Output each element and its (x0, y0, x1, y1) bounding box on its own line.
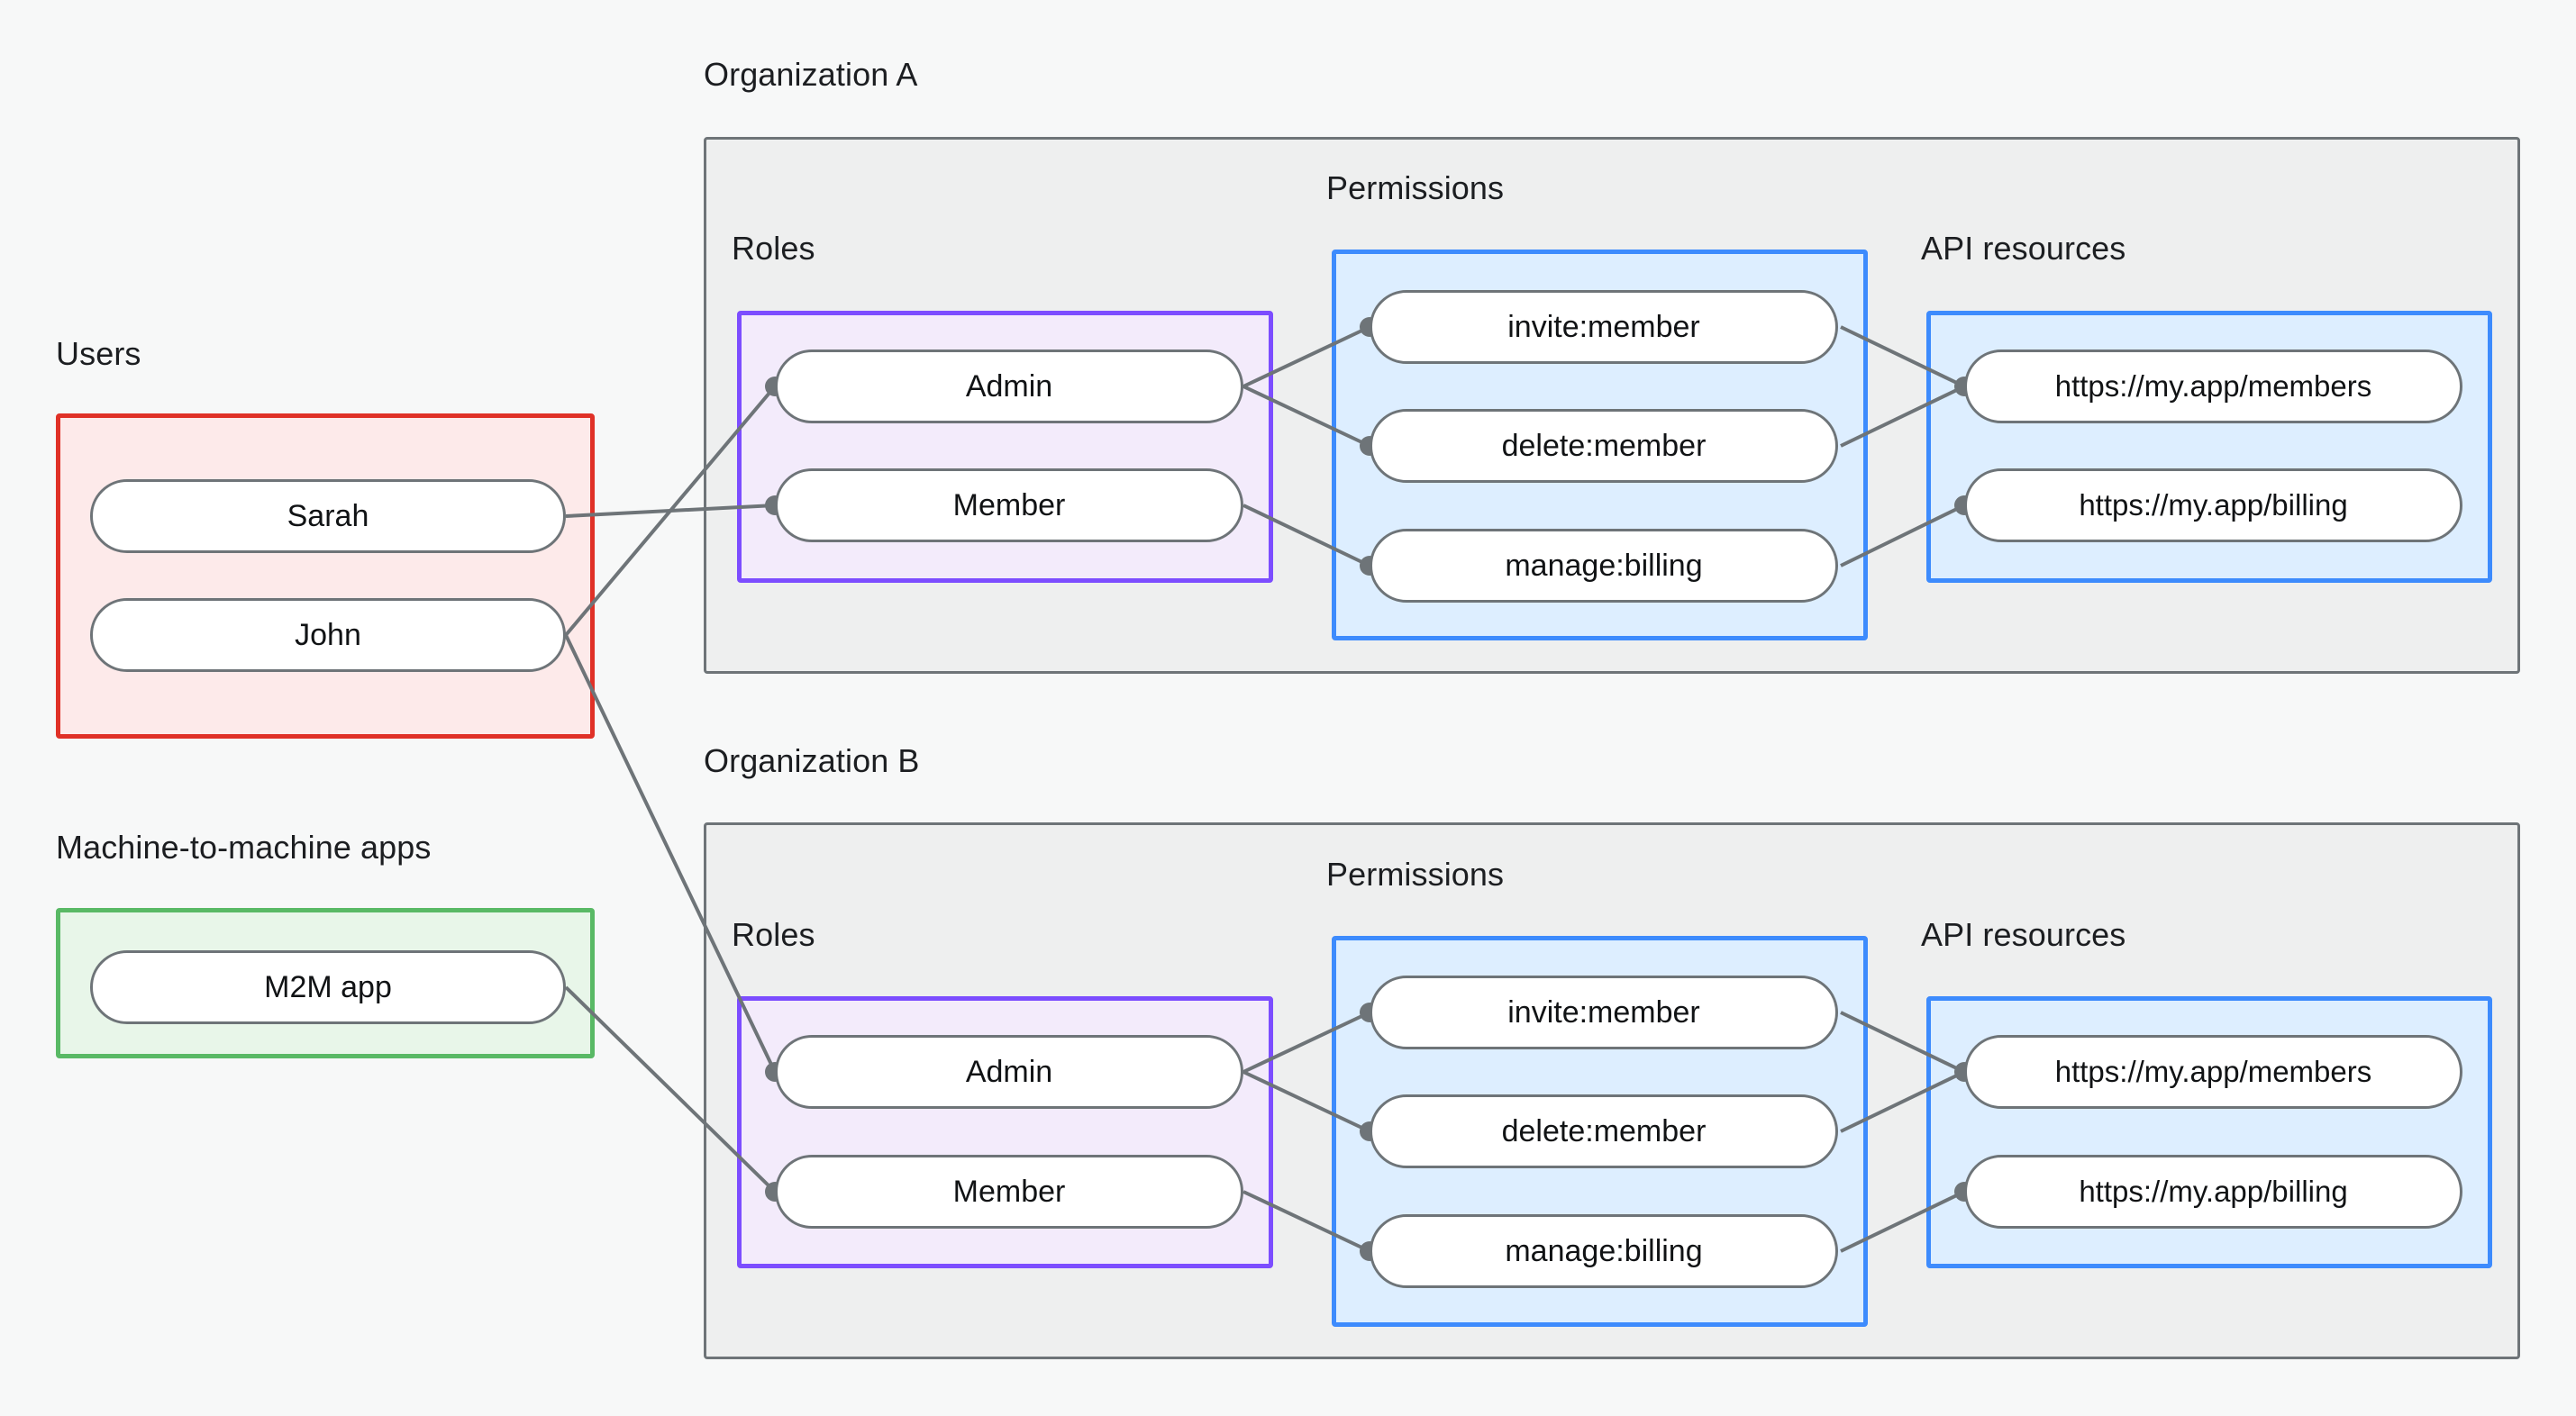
org-a-caption: Organization A (704, 56, 918, 93)
org-b-permission-manage-billing[interactable]: manage:billing (1370, 1214, 1838, 1288)
org-a-role-member[interactable]: Member (775, 468, 1243, 542)
org-a-permissions-caption: Permissions (1326, 169, 1505, 206)
org-a-api-resource-members[interactable]: https://my.app/members (1964, 349, 2462, 423)
org-b-caption: Organization B (704, 742, 920, 779)
org-a-api-resource-billing[interactable]: https://my.app/billing (1964, 468, 2462, 542)
org-b-permissions-caption: Permissions (1326, 856, 1505, 893)
org-a-api-caption: API resources (1921, 230, 2126, 267)
m2m-caption: Machine-to-machine apps (56, 829, 432, 866)
org-a-role-admin[interactable]: Admin (775, 349, 1243, 423)
user-john[interactable]: John (90, 598, 566, 672)
org-b-api-resource-members[interactable]: https://my.app/members (1964, 1035, 2462, 1109)
org-a-permission-manage-billing[interactable]: manage:billing (1370, 529, 1838, 603)
org-b-permission-invite-member[interactable]: invite:member (1370, 976, 1838, 1049)
org-b-role-member[interactable]: Member (775, 1155, 1243, 1229)
users-caption: Users (56, 335, 141, 372)
users-box (56, 413, 595, 739)
org-a-permission-delete-member[interactable]: delete:member (1370, 409, 1838, 483)
org-b-api-resource-billing[interactable]: https://my.app/billing (1964, 1155, 2462, 1229)
org-b-api-caption: API resources (1921, 916, 2126, 953)
m2m-app-node[interactable]: M2M app (90, 950, 566, 1024)
org-a-roles-caption: Roles (732, 230, 815, 267)
org-b-permission-delete-member[interactable]: delete:member (1370, 1094, 1838, 1168)
org-b-role-admin[interactable]: Admin (775, 1035, 1243, 1109)
user-sarah[interactable]: Sarah (90, 479, 566, 553)
org-b-roles-caption: Roles (732, 916, 815, 953)
org-a-permission-invite-member[interactable]: invite:member (1370, 290, 1838, 364)
